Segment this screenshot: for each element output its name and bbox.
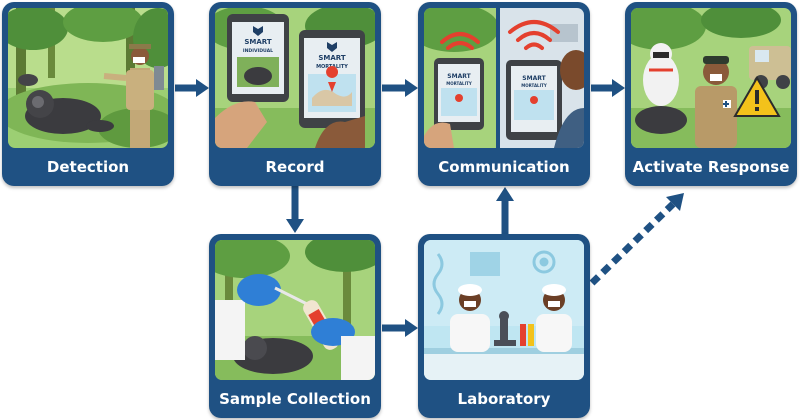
ranger-icon: [103, 44, 164, 148]
phone-mortality-icon: SMART MORTALITY: [299, 30, 365, 128]
step-record: SMART INDIVIDUAL SMART MORTALITY Record: [209, 2, 381, 186]
phone-left-icon: SMART MORTALITY: [434, 58, 484, 130]
microscope-icon: [494, 311, 516, 346]
step-laboratory: Laboratory: [418, 234, 590, 418]
record-illustration: SMART INDIVIDUAL SMART MORTALITY: [215, 8, 375, 148]
arrow-record-to-communication: [382, 79, 418, 97]
phone-right-icon: SMART MORTALITY: [506, 60, 562, 140]
phone1-individual-text: INDIVIDUAL: [243, 48, 273, 54]
warning-sign-icon: [733, 76, 781, 117]
phone1-smart-text: SMART: [244, 38, 272, 46]
step-communication: SMART MORTALITY SMART MORTALITY Communic…: [418, 2, 590, 186]
phone-individual-icon: SMART INDIVIDUAL: [227, 14, 289, 102]
arrow-laboratory-to-communication: [496, 187, 514, 234]
sample-collection-illustration: [215, 240, 375, 380]
activate-response-illustration: [631, 8, 791, 148]
arrow-sample-to-laboratory: [382, 319, 418, 337]
step-label-detection: Detection: [46, 158, 130, 176]
step-label-communication: Communication: [438, 158, 570, 176]
phone-right-mortality-text: MORTALITY: [521, 83, 547, 88]
gorilla-carcass-icon: [25, 90, 114, 134]
phone-left-mortality-text: MORTALITY: [446, 81, 472, 86]
biohazard-icon: [532, 250, 556, 274]
phone2-smart-text: SMART: [318, 54, 346, 62]
hazmat-responder-icon: [643, 43, 679, 106]
wifi-signal-right-icon: [508, 20, 560, 50]
step-sample-collection: Sample Collection: [209, 234, 381, 418]
gloved-hand-swab-icon: [215, 274, 312, 360]
step-label-sample-collection: Sample Collection: [219, 390, 371, 408]
communication-illustration: SMART MORTALITY SMART MORTALITY: [424, 8, 584, 148]
phone-right-smart-text: SMART: [522, 75, 546, 82]
test-tubes-icon: [520, 324, 534, 346]
arrow-record-to-sample: [286, 186, 304, 233]
gorilla-sample-icon: [233, 336, 313, 374]
laboratory-illustration: [424, 240, 584, 380]
step-label-record: Record: [265, 158, 325, 176]
step-label-laboratory: Laboratory: [457, 390, 551, 408]
wifi-signal-left-icon: [440, 32, 480, 50]
gloved-hand-tube-icon: [303, 300, 375, 380]
arrow-communication-to-activate: [591, 79, 625, 97]
phone-left-smart-text: SMART: [447, 73, 471, 80]
responder-ranger-icon: [695, 56, 737, 148]
arrow-detection-to-record: [175, 79, 209, 97]
scientist-right-icon: [536, 284, 572, 352]
step-detection: Detection: [2, 2, 174, 186]
detection-illustration: [8, 8, 168, 148]
arrow-laboratory-to-activate-dashed: [589, 193, 684, 286]
step-label-activate-response: Activate Response: [632, 158, 790, 176]
scientist-left-icon: [450, 284, 490, 352]
step-activate-response: Activate Response: [625, 2, 797, 186]
